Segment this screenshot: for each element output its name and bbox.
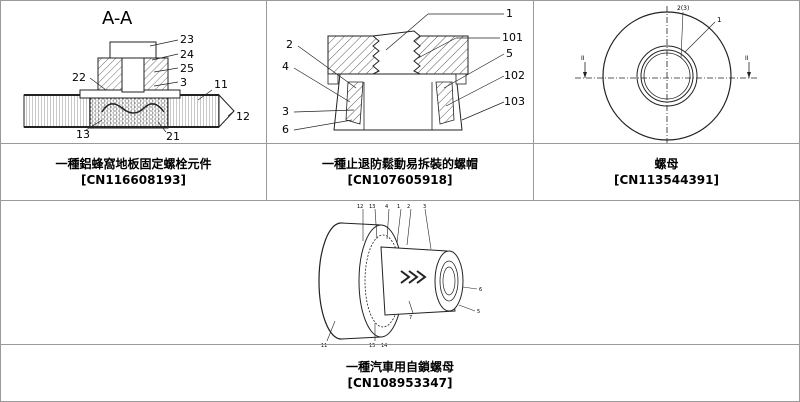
- patent-caption-4: 一種汽車用自鎖螺母 [CN108953347]: [1, 359, 799, 391]
- patent-caption-3: 螺母 [CN113544391]: [534, 156, 799, 188]
- callout-4: 4: [282, 60, 289, 73]
- section-label: A-A: [102, 8, 133, 29]
- callout-11: 11: [214, 78, 228, 91]
- callout-3: 3: [282, 105, 289, 118]
- section-mark-right: II: [745, 55, 749, 62]
- callout-25: 25: [180, 62, 194, 75]
- section-mark-left: II: [581, 55, 585, 62]
- callout-1: 1: [506, 7, 513, 20]
- patent-code[interactable]: [CN107605918]: [267, 172, 533, 188]
- patent-cell-4: 12 13 4 1 2 3 11 15 7 6 5 14 一種汽車用自鎖螺母 […: [0, 200, 800, 402]
- callout-12: 12: [236, 110, 250, 123]
- patent-caption-2: 一種止退防鬆動易拆裝的螺帽 [CN107605918]: [267, 156, 533, 188]
- divider: [0, 344, 800, 345]
- patent-title: 一種止退防鬆動易拆裝的螺帽: [322, 157, 478, 171]
- callout-2: 2: [286, 38, 293, 51]
- callout-6: 6: [479, 287, 482, 293]
- callout-4: 4: [385, 204, 388, 210]
- callout-22: 22: [72, 71, 86, 84]
- callout-1: 1: [717, 16, 721, 24]
- callout-2: 2: [407, 204, 410, 210]
- callout-12: 12: [357, 204, 363, 210]
- patent-title: 螺母: [654, 157, 678, 171]
- callout-103: 103: [504, 95, 525, 108]
- callout-3: 3: [180, 76, 187, 89]
- callout-102: 102: [504, 69, 525, 82]
- callout-5: 5: [506, 47, 513, 60]
- callout-13: 13: [76, 128, 90, 141]
- patent-title: 一種鋁蜂窩地板固定螺栓元件: [55, 157, 211, 171]
- callout-21: 21: [166, 130, 180, 142]
- patent-code[interactable]: [CN116608193]: [1, 172, 266, 188]
- patent-cell-1: A-A 23: [0, 0, 267, 201]
- callout-7: 7: [409, 315, 412, 321]
- patent-cell-3: 2(3) 1 II II 螺母 [CN113544391]: [533, 0, 800, 201]
- callout-2-3: 2(3): [677, 5, 689, 12]
- callout-23: 23: [180, 33, 194, 46]
- divider: [0, 143, 800, 144]
- drawing-nut-top-view: 2(3) 1 II II: [535, 2, 800, 147]
- patent-cell-2: 1 2 101 4 5 102 3 103 6 一種止退防鬆動易拆裝的螺帽 [C…: [266, 0, 534, 201]
- patent-code[interactable]: [CN113544391]: [534, 172, 799, 188]
- patent-code[interactable]: [CN108953347]: [1, 375, 799, 391]
- drawing-self-locking-nut: 12 13 4 1 2 3 11 15 7 6 5 14: [251, 201, 551, 351]
- patent-caption-1: 一種鋁蜂窩地板固定螺栓元件 [CN116608193]: [1, 156, 266, 188]
- patent-title: 一種汽車用自鎖螺母: [346, 360, 454, 374]
- drawing-bolt-assembly: A-A 23: [2, 2, 267, 142]
- callout-5: 5: [477, 309, 480, 315]
- callout-3: 3: [423, 204, 426, 210]
- callout-24: 24: [180, 48, 194, 61]
- callout-6: 6: [282, 123, 289, 136]
- callout-101: 101: [502, 31, 523, 44]
- callout-13: 13: [369, 204, 375, 210]
- drawing-locking-nut-section: 1 2 101 4 5 102 3 103 6: [268, 2, 534, 147]
- callout-1: 1: [397, 204, 400, 210]
